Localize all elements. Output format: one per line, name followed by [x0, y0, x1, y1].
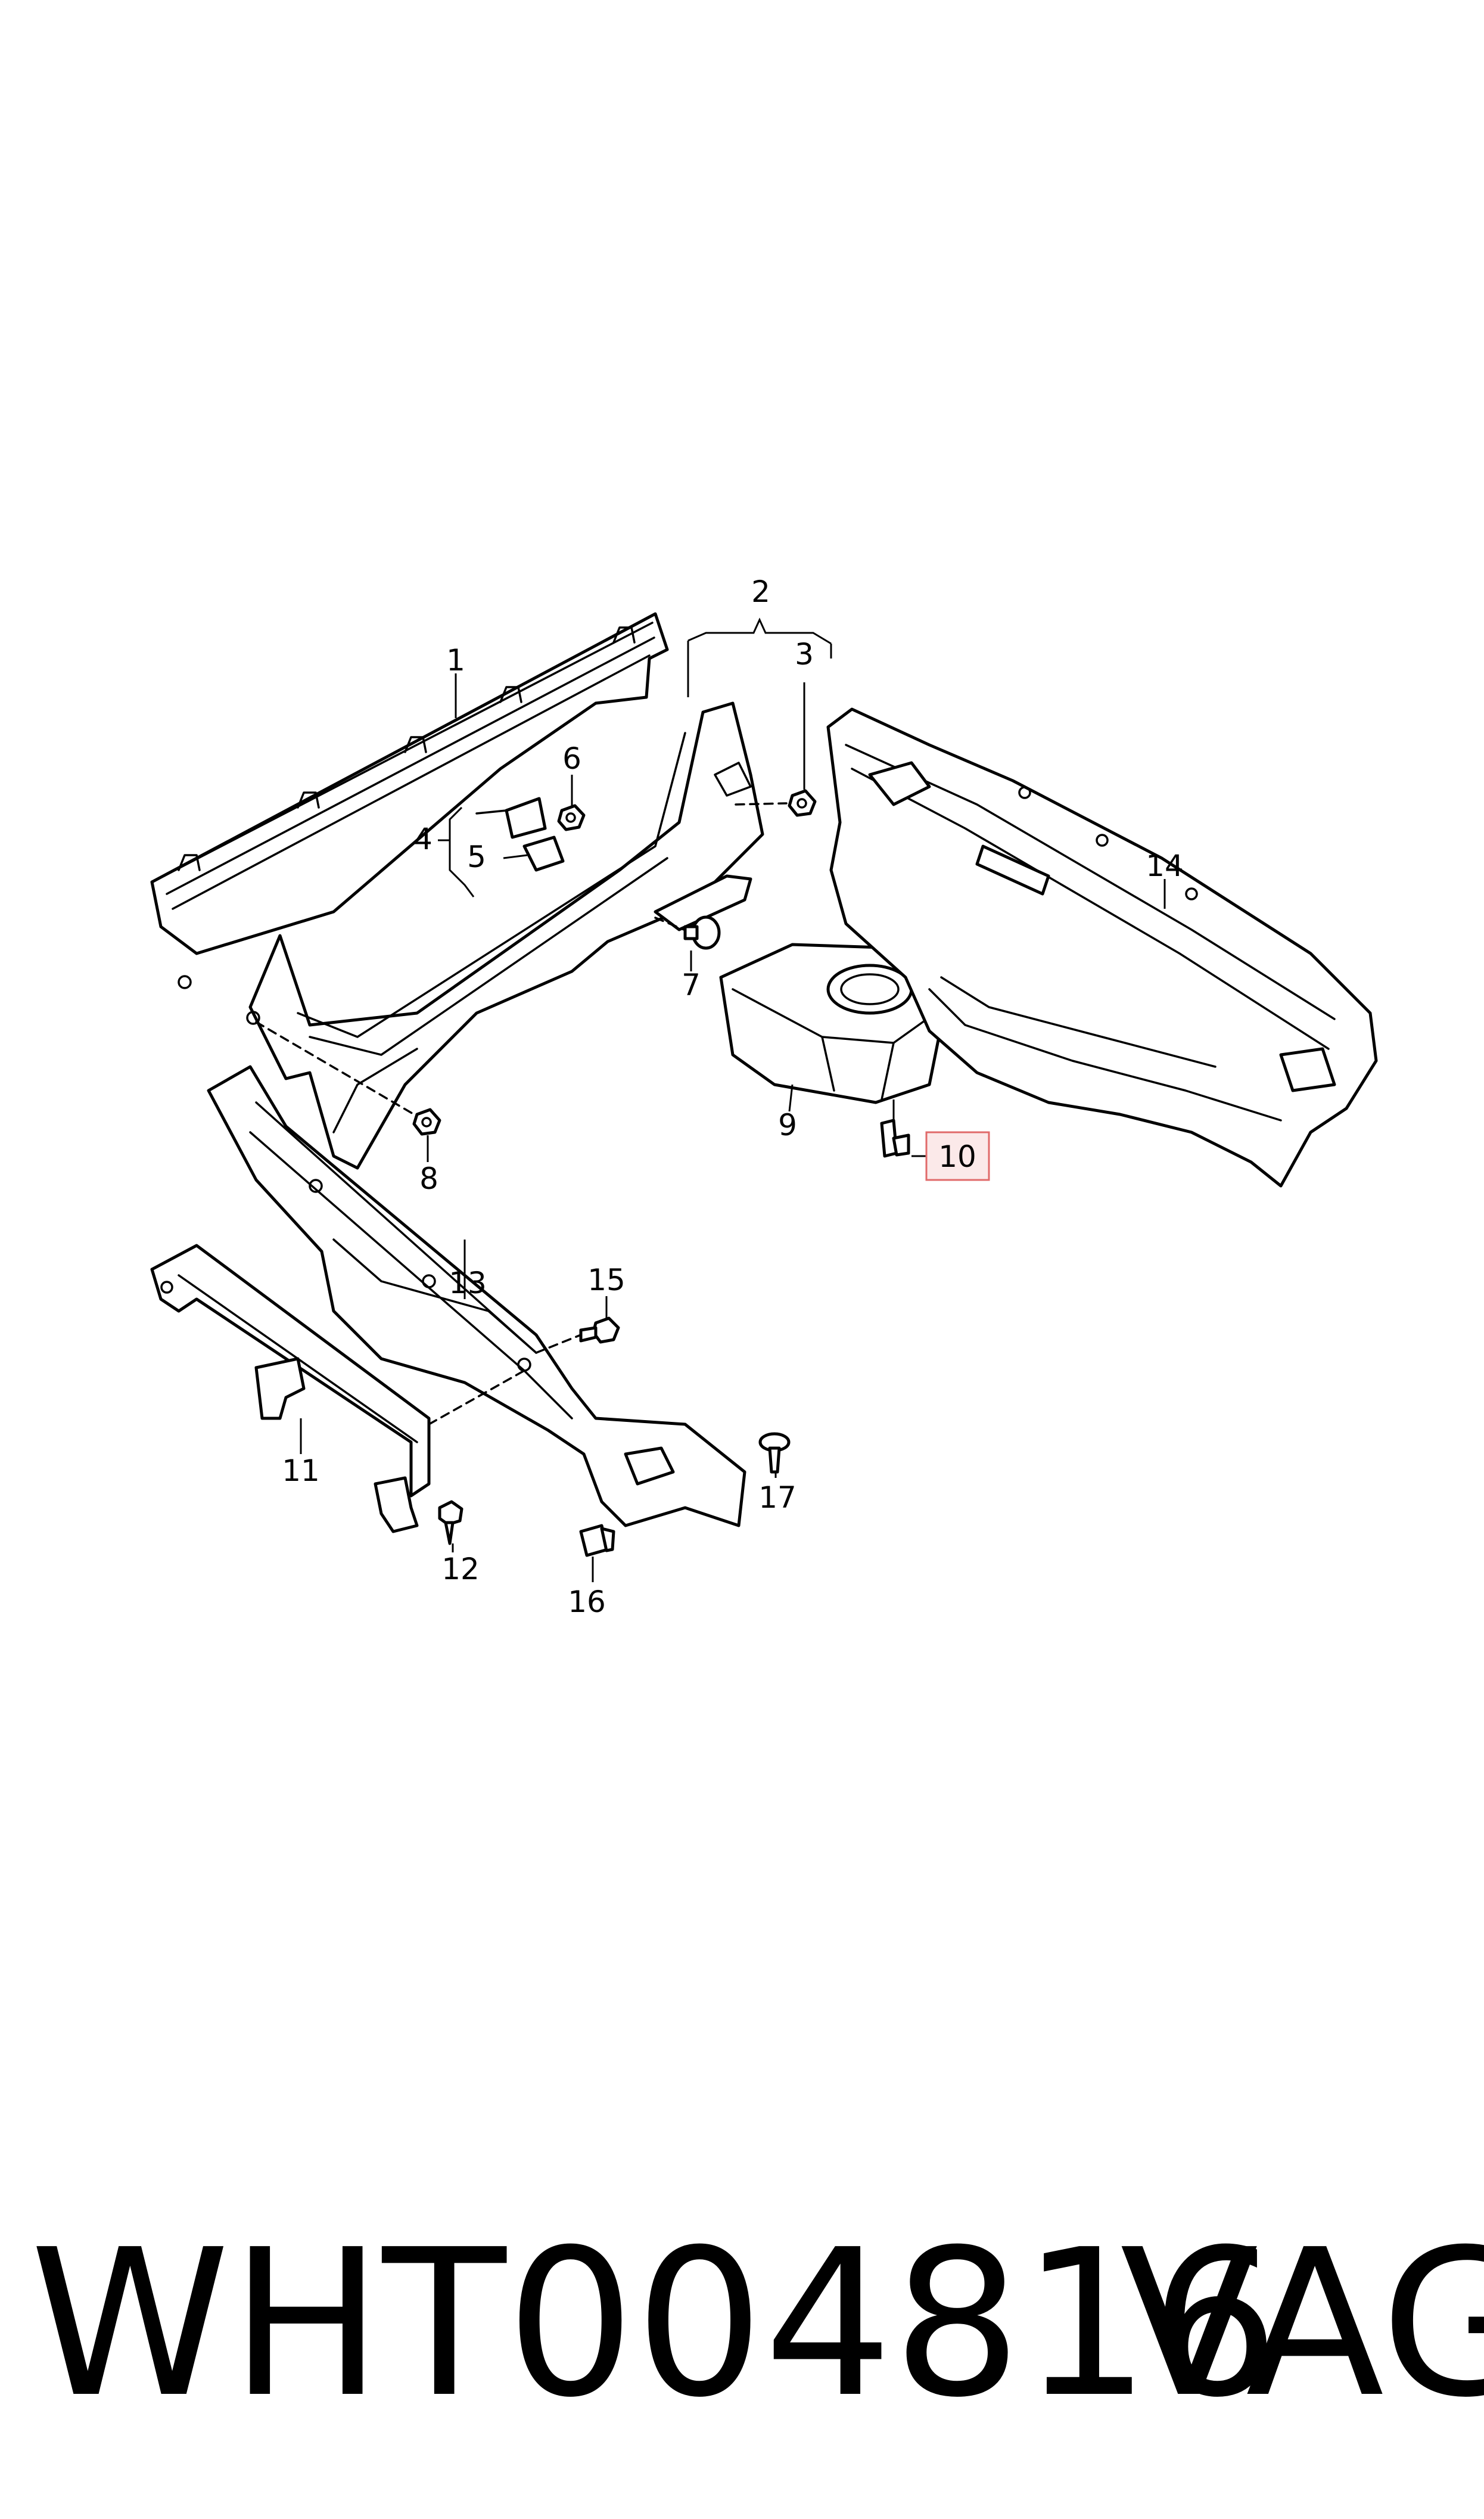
callout-13: 13 [449, 1266, 487, 1300]
part-14-side-trim [826, 707, 1378, 1188]
callout-6: 6 [562, 741, 581, 776]
callout-15: 15 [587, 1263, 626, 1297]
part-6-nut [557, 804, 586, 831]
part-number-label: WHT004816 [30, 2206, 1280, 2442]
callout-7: 7 [682, 968, 701, 1002]
brand-label: VAG [1120, 2206, 1484, 2442]
part-12-screw [438, 1500, 463, 1545]
leader-lines [300, 617, 1166, 1582]
callout-10: 10 [938, 1139, 976, 1174]
part-10-clip [880, 1119, 910, 1158]
part-7-clip [654, 915, 721, 950]
callout-1: 1 [446, 643, 465, 678]
callout-14: 14 [1146, 849, 1184, 883]
part-3-nut [735, 789, 817, 817]
callout-4: 4 [413, 822, 433, 856]
callout-17: 17 [758, 1480, 797, 1515]
part-15-screw [535, 1316, 620, 1354]
callout-8: 8 [419, 1161, 438, 1196]
part-4-5-bracket [475, 797, 565, 872]
part-16-clip [579, 1524, 615, 1557]
callout-5: 5 [467, 840, 486, 874]
callout-11: 11 [282, 1453, 320, 1488]
part-1-rear-panel [150, 612, 764, 1170]
callout-9: 9 [778, 1108, 797, 1142]
part-13-heat-shield [207, 1065, 746, 1527]
callout-16: 16 [568, 1585, 606, 1619]
callout-12: 12 [441, 1552, 480, 1586]
callout-2: 2 [751, 574, 770, 609]
part-8-nut [255, 1021, 441, 1136]
callout-labels: 1 2 3 4 5 6 7 8 9 10 11 12 13 14 15 16 1… [282, 574, 1184, 1619]
part-11-bracket [150, 1244, 431, 1533]
part-17-bolt [758, 1432, 791, 1474]
callout-10-highlight [925, 1131, 990, 1181]
callout-3: 3 [795, 637, 814, 672]
